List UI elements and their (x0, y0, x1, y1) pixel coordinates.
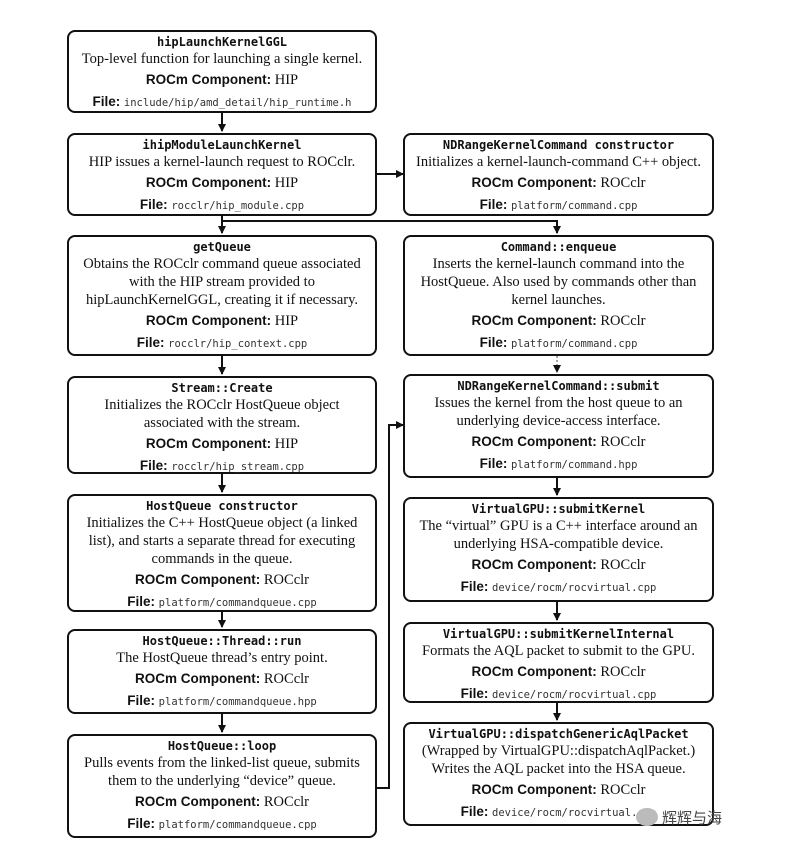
description: Inserts the kernel-launch command into t… (420, 256, 697, 308)
component-value: HIP (274, 175, 299, 191)
box-hostqueue-thread-run: HostQueue::Thread::run The HostQueue thr… (67, 629, 377, 714)
wechat-logo-icon (636, 808, 658, 826)
component-value: ROCclr (600, 175, 646, 191)
box-virtualgpu-dispatch: VirtualGPU::dispatchGenericAqlPacket (Wr… (403, 722, 714, 826)
file-label: File: (460, 579, 489, 594)
component-label: ROCm Component: (135, 572, 261, 587)
component-label: ROCm Component: (145, 175, 272, 190)
component-value: ROCclr (600, 664, 646, 680)
component-value: ROCclr (263, 671, 309, 687)
component-label: ROCm Component: (471, 175, 597, 190)
file-label: File: (139, 458, 168, 473)
function-name: VirtualGPU::submitKernelInternal (442, 627, 675, 641)
watermark: 辉辉与海 (636, 806, 722, 828)
description: The “virtual” GPU is a C++ interface aro… (419, 518, 698, 552)
file-path: platform/command.hpp (510, 459, 638, 471)
component-value: ROCclr (600, 434, 646, 450)
component-value: ROCclr (263, 572, 309, 588)
component-label: ROCm Component: (471, 434, 597, 449)
arrow-loop-to-submit (377, 421, 404, 789)
function-name: HostQueue::Thread::run (142, 634, 302, 648)
file-label: File: (479, 335, 508, 350)
component-value: ROCclr (600, 557, 646, 573)
file-path: platform/commandqueue.cpp (158, 597, 317, 609)
function-name: getQueue (193, 240, 251, 254)
file-path: device/rocm/rocvirtual.cpp (492, 582, 657, 594)
file-label: File: (92, 94, 121, 109)
file-path: device/rocm/rocvirtual.cpp (492, 807, 657, 819)
component-label: ROCm Component: (145, 72, 272, 87)
function-name: NDRangeKernelCommand constructor (442, 138, 675, 152)
description: Initializes the ROCclr HostQueue object … (104, 397, 340, 431)
function-name: VirtualGPU::submitKernel (471, 502, 646, 516)
file-path: rocclr/hip_stream.cpp (171, 461, 305, 473)
file-label: File: (127, 594, 156, 609)
watermark-text: 辉辉与海 (662, 808, 723, 827)
component-value: HIP (274, 313, 299, 329)
description: The HostQueue thread’s entry point. (116, 650, 328, 666)
box-ihipModuleLaunchKernel: ihipModuleLaunchKernel HIP issues a kern… (67, 133, 377, 216)
function-name: HostQueue constructor (146, 499, 298, 513)
box-stream-create: Stream::Create Initializes the ROCclr Ho… (67, 376, 377, 474)
box-ndrange-constructor: NDRangeKernelCommand constructor Initial… (403, 133, 714, 216)
file-path: platform/command.cpp (510, 338, 638, 350)
component-label: ROCm Component: (135, 671, 261, 686)
box-ndrange-submit: NDRangeKernelCommand::submit Issues the … (403, 374, 714, 478)
function-name: Command::enqueue (500, 240, 617, 254)
component-value: HIP (274, 436, 299, 452)
component-label: ROCm Component: (145, 436, 272, 451)
file-label: File: (460, 804, 489, 819)
file-label: File: (127, 693, 156, 708)
file-path: rocclr/hip_context.cpp (168, 338, 308, 350)
description: Issues the kernel from the host queue to… (434, 395, 683, 429)
function-name: Stream::Create (171, 381, 273, 395)
file-label: File: (127, 816, 156, 831)
file-label: File: (136, 335, 165, 350)
box-virtualgpu-submitkernelinternal: VirtualGPU::submitKernelInternal Formats… (403, 622, 714, 703)
description: Obtains the ROCclr command queue associa… (83, 256, 361, 308)
function-name: VirtualGPU::dispatchGenericAqlPacket (428, 727, 689, 741)
description: (Wrapped by VirtualGPU::dispatchAqlPacke… (421, 743, 696, 777)
box-command-enqueue: Command::enqueue Inserts the kernel-laun… (403, 235, 714, 356)
component-label: ROCm Component: (471, 782, 597, 797)
description: Initializes a kernel-launch-command C++ … (416, 154, 701, 170)
component-value: ROCclr (263, 794, 309, 810)
component-label: ROCm Component: (471, 557, 597, 572)
file-label: File: (139, 197, 168, 212)
description: Formats the AQL packet to submit to the … (422, 643, 695, 659)
box-hostqueue-constructor: HostQueue constructor Initializes the C+… (67, 494, 377, 612)
box-hipLaunchKernelGGL: hipLaunchKernelGGL Top-level function fo… (67, 30, 377, 113)
component-value: HIP (274, 72, 299, 88)
component-label: ROCm Component: (135, 794, 261, 809)
component-value: ROCclr (600, 313, 646, 329)
function-name: NDRangeKernelCommand::submit (457, 379, 660, 393)
box-virtualgpu-submitkernel: VirtualGPU::submitKernel The “virtual” G… (403, 497, 714, 602)
file-path: platform/commandqueue.hpp (158, 696, 317, 708)
file-path: device/rocm/rocvirtual.cpp (492, 689, 657, 701)
box-getQueue: getQueue Obtains the ROCclr command queu… (67, 235, 377, 356)
function-name: ihipModuleLaunchKernel (142, 138, 302, 152)
file-label: File: (460, 686, 489, 701)
description: Pulls events from the linked-list queue,… (84, 755, 360, 789)
box-hostqueue-loop: HostQueue::loop Pulls events from the li… (67, 734, 377, 838)
description: Initializes the C++ HostQueue object (a … (86, 515, 358, 567)
component-label: ROCm Component: (471, 664, 597, 679)
file-label: File: (479, 197, 508, 212)
function-name: hipLaunchKernelGGL (156, 35, 288, 49)
function-name: HostQueue::loop (167, 739, 277, 753)
component-label: ROCm Component: (471, 313, 597, 328)
file-label: File: (479, 456, 508, 471)
component-label: ROCm Component: (145, 313, 272, 328)
file-path: platform/command.cpp (510, 200, 638, 212)
file-path: rocclr/hip_module.cpp (171, 200, 305, 212)
description: Top-level function for launching a singl… (81, 51, 363, 67)
arrow-ihip-to-enqueue (222, 220, 561, 234)
description: HIP issues a kernel-launch request to RO… (88, 154, 356, 170)
component-value: ROCclr (600, 782, 646, 798)
file-path: platform/commandqueue.cpp (158, 819, 317, 831)
file-path: include/hip/amd_detail/hip_runtime.h (123, 97, 352, 109)
